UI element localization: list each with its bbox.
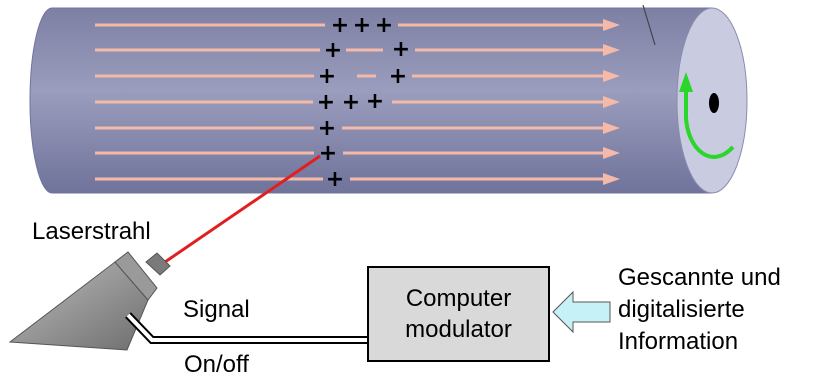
laser-device-neck [114, 251, 158, 301]
scan-arrowhead-3 [603, 70, 620, 82]
signal-label: Signal [183, 296, 250, 323]
charge-plus: + [331, 13, 349, 38]
scan-arrowhead-5 [603, 122, 620, 134]
scan-arrowhead-2 [603, 44, 620, 56]
charge-plus: + [366, 89, 384, 114]
scan-arrowhead-1 [603, 19, 620, 31]
charge-plus: + [326, 167, 344, 192]
drum-body [29, 7, 713, 194]
info-line-2: digitalisierte [618, 296, 745, 323]
computer-label: Computer [405, 285, 512, 312]
scan-arrows [95, 19, 620, 185]
charge-plus: + [392, 37, 410, 62]
charge-plus: + [342, 90, 360, 115]
charge-plus: + [318, 116, 336, 141]
rotation-arrowhead [679, 72, 693, 92]
charge-plus: + [353, 13, 371, 38]
laser-beam [164, 154, 321, 264]
input-arrow [552, 290, 611, 334]
info-line-1: Gescannte und [618, 264, 781, 291]
signal-cable-inner [126, 313, 367, 342]
rotation-arrow [684, 90, 735, 159]
laser-device [8, 251, 171, 351]
charge-plus: + [389, 64, 407, 89]
computer-modulator-box: Computer modulator [367, 266, 550, 362]
scan-arrowhead-4 [603, 96, 620, 108]
scanned-information-label: Gescannte und digitalisierte Information [618, 262, 808, 358]
charge-plus: + [375, 13, 393, 38]
modulator-label: modulator [405, 316, 512, 343]
laser-device-tip [145, 252, 171, 276]
charge-plus: + [318, 64, 336, 89]
laser-beam-label: Laserstrahl [32, 218, 151, 245]
scan-arrowhead-7 [603, 173, 620, 185]
drum-axle [709, 93, 719, 113]
charge-marks: + + + + + + + + + + + + + [317, 13, 410, 192]
charge-plus: + [317, 90, 335, 115]
pointer-line [642, 4, 656, 46]
onoff-label: On/off [184, 351, 249, 378]
info-line-3: Information [618, 328, 739, 355]
charge-plus: + [319, 141, 337, 166]
charge-plus: + [324, 38, 342, 63]
scan-arrowhead-6 [603, 147, 620, 159]
